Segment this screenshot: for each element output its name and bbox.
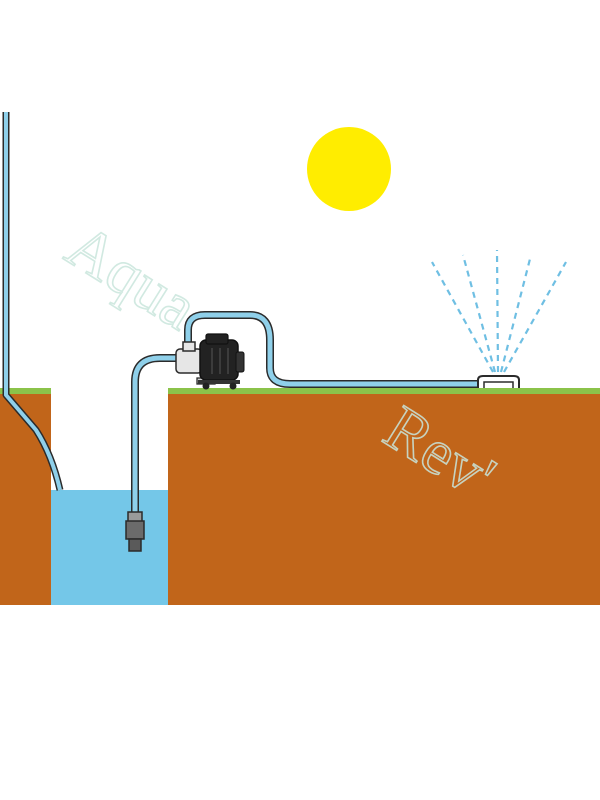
water-spray (431, 249, 567, 373)
inflow-pipe-icon (2, 112, 64, 491)
pump-icon (175, 333, 245, 390)
discharge-hose (184, 311, 485, 388)
soil-left-bank (0, 393, 51, 605)
suction-hose (131, 354, 178, 515)
foot-valve-icon (125, 511, 145, 552)
soil-right-field (168, 393, 600, 605)
sprinkler-icon (477, 375, 520, 388)
grass-right (168, 388, 600, 394)
sun-icon (307, 127, 391, 211)
well-water (51, 490, 168, 605)
grass-left (0, 388, 51, 394)
